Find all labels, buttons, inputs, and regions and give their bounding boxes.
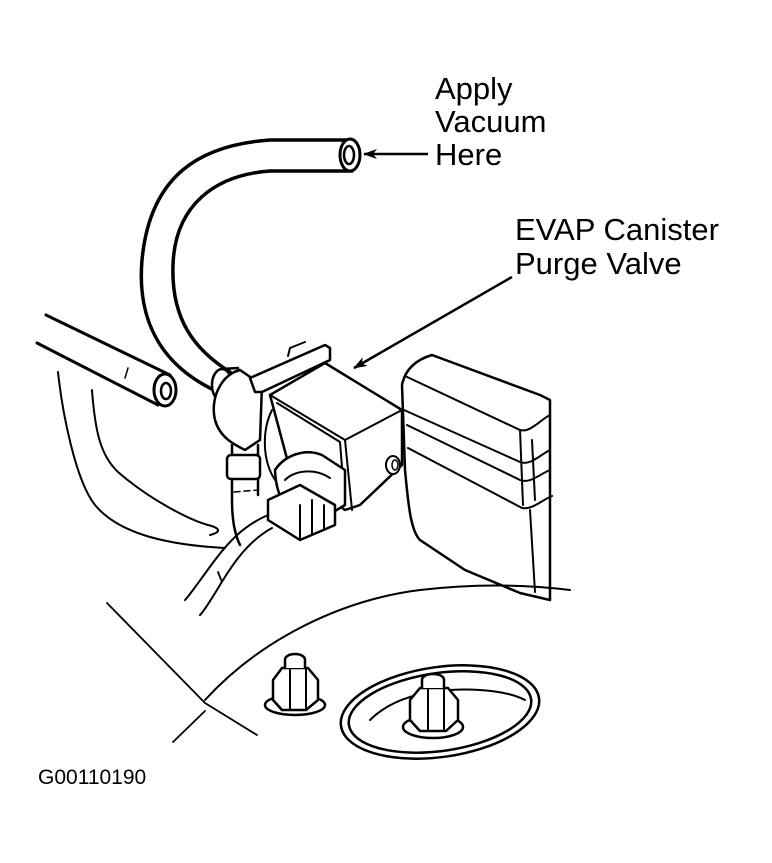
evap-canister bbox=[400, 353, 553, 602]
mounting-nut-left bbox=[263, 652, 327, 717]
figure-id: G00110190 bbox=[38, 766, 147, 789]
side-hose bbox=[35, 313, 226, 549]
apply-vacuum-label-line-2: Vacuum bbox=[435, 104, 547, 139]
purge-valve-leader-arrow bbox=[353, 275, 513, 370]
body-panel bbox=[106, 584, 571, 743]
apply-vacuum-label-line-1: Apply bbox=[435, 71, 513, 106]
apply-vacuum-label-line-3: Here bbox=[435, 137, 503, 172]
mounting-nut-right bbox=[401, 672, 465, 740]
purge-valve-label-line-1: EVAP Canister bbox=[515, 212, 719, 247]
purge-valve-label-line-2: Purge Valve bbox=[515, 246, 682, 281]
electrical-connector bbox=[184, 443, 347, 616]
